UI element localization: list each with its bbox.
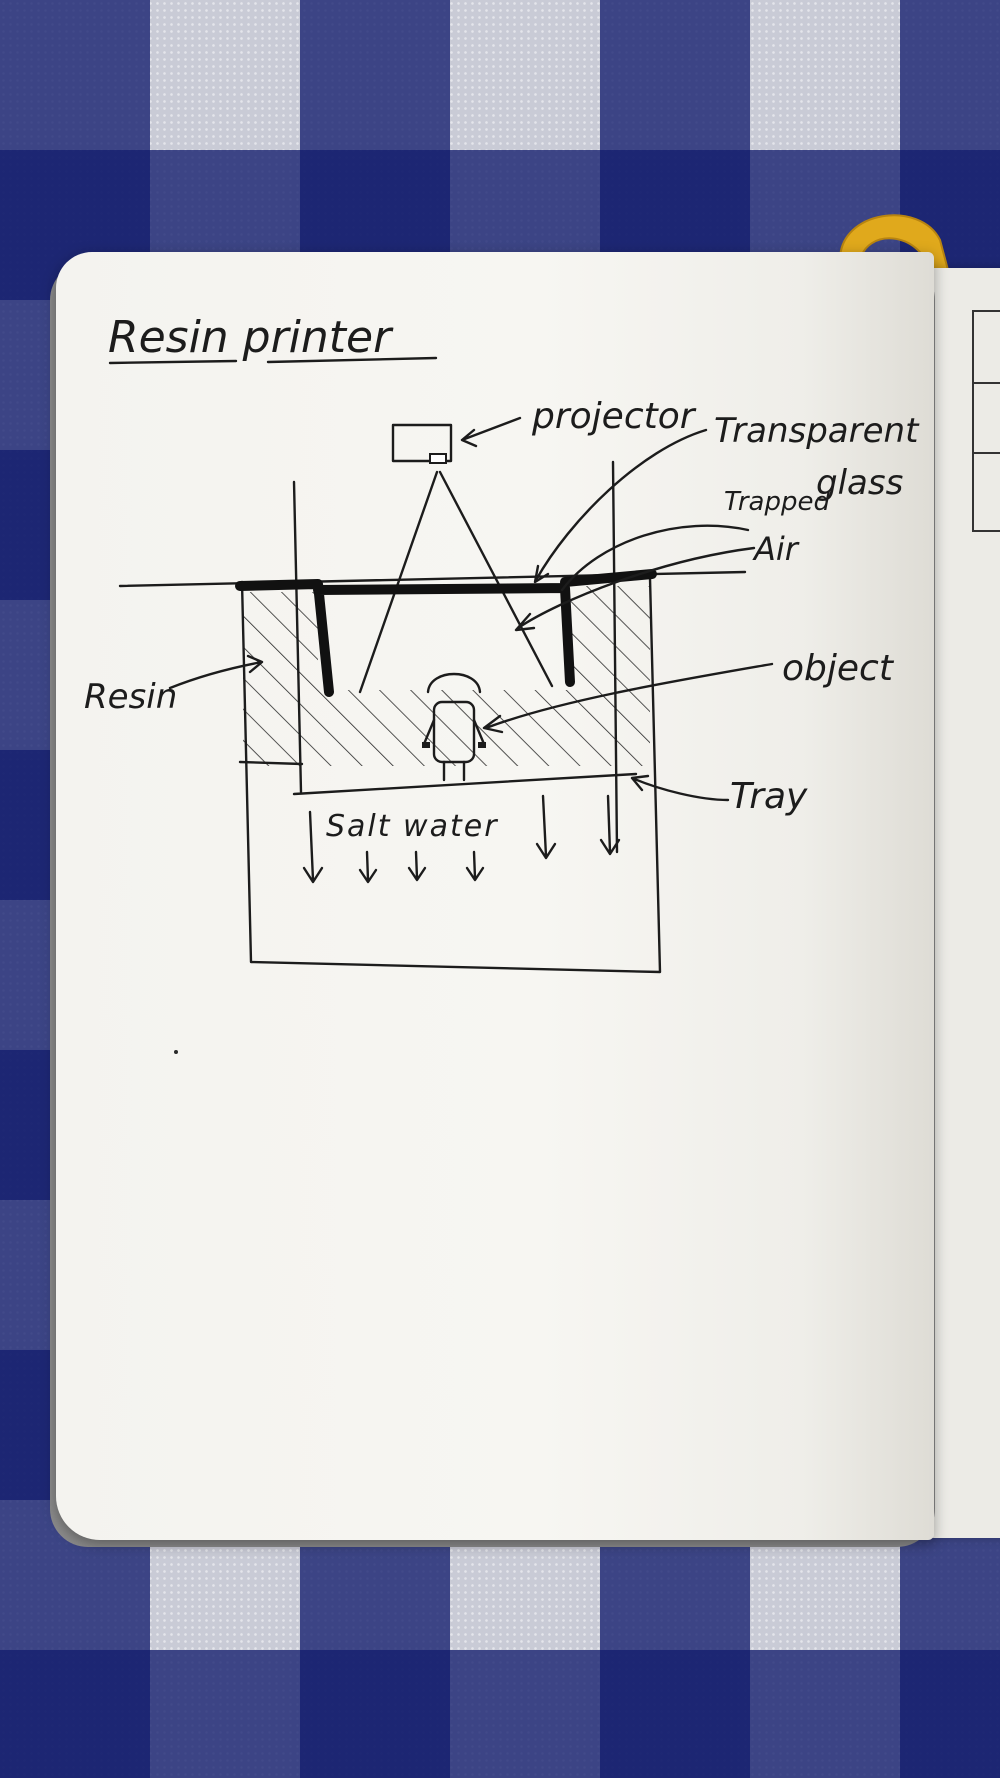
- resin-right: [568, 586, 650, 766]
- light-cone-left: [360, 472, 437, 692]
- projector-arrow: [462, 418, 520, 446]
- transparent-glass-arrow: [535, 430, 706, 582]
- resin-label: Resin: [84, 677, 177, 717]
- page-title: Resin printer: [108, 312, 394, 363]
- ink-dot: [174, 1050, 178, 1054]
- salt-water-label: Salt water: [326, 809, 499, 844]
- trapped-air-label-line2: Air: [752, 530, 800, 568]
- projector-label: projector: [531, 396, 697, 437]
- transparent-glass-label-line1: Transparent: [714, 411, 920, 451]
- tray-label: Tray: [730, 776, 808, 817]
- object-label: object: [782, 648, 895, 689]
- resin-left: [243, 592, 318, 766]
- tray-arrow: [632, 776, 728, 800]
- trapped-air-label-line1: Trapped: [724, 487, 830, 517]
- projector-lens: [430, 454, 446, 463]
